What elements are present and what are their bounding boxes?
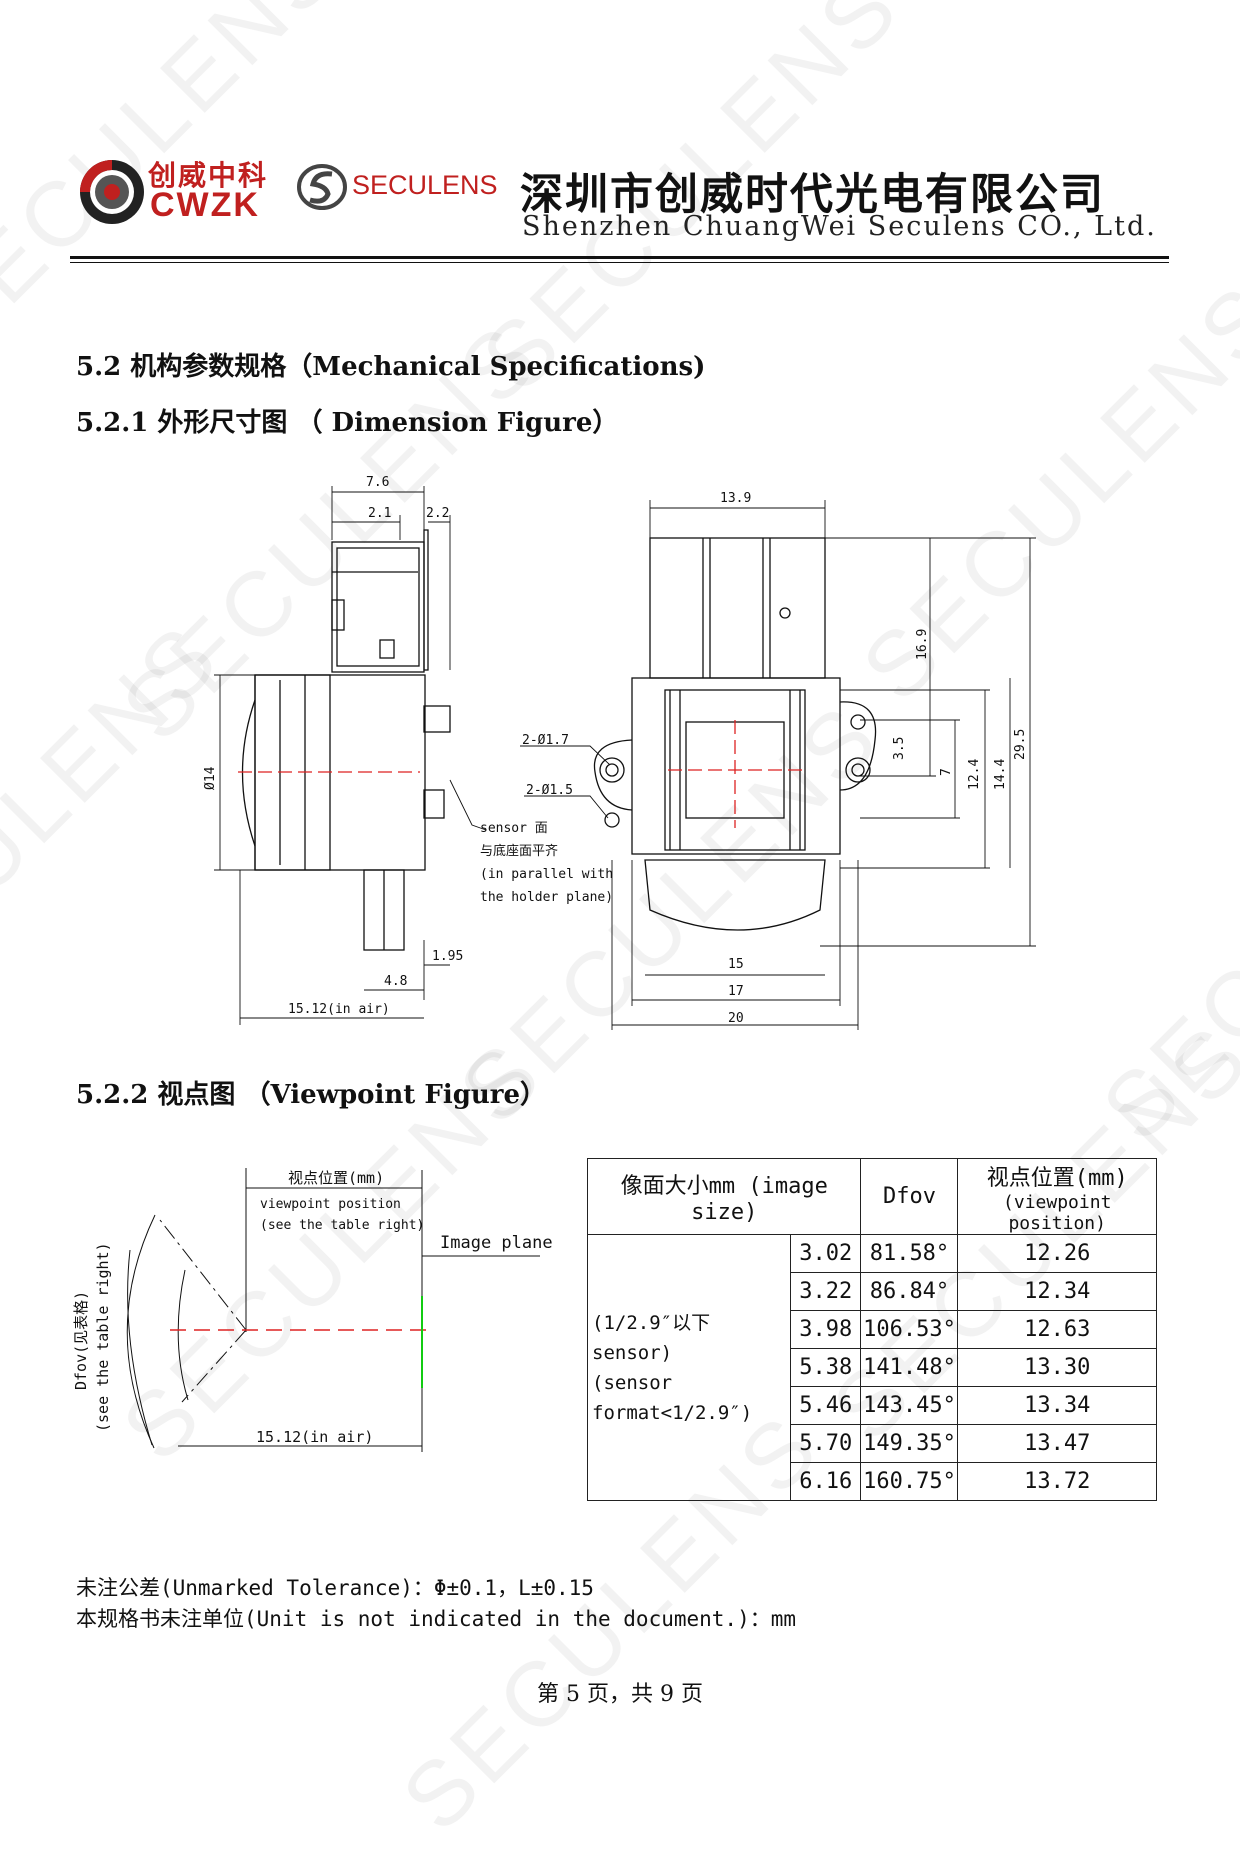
cell-size: 6.16 [789,1462,862,1501]
th-viewpoint-en: (viewpoint position) [1003,1191,1112,1234]
dfov-label-cn: Dfov(见表格) [72,1291,90,1390]
sensor-group-en: (sensor format<1/2.9″) [592,1371,753,1424]
vp-label-en2: (see the table right) [260,1218,424,1233]
image-plane-label: Image plane [440,1233,553,1253]
sensor-group-cn: (1/2.9″以下sensor) [592,1311,711,1364]
dim-7: 7 [939,768,954,776]
company-name-cn: 深圳市创威时代光电有限公司 [520,170,1105,220]
th-viewpoint: 视点位置(mm) (viewpoint position) [957,1158,1157,1235]
cell-dfov: 86.84° [860,1272,959,1311]
dim-2-1: 2.1 [368,506,391,521]
company-name-en: Shenzhen ChuangWei Seculens CO., Ltd. [522,211,1157,242]
heading-viewpoint-figure: 5.2.2 视点图 （Viewpoint Figure） [76,1080,547,1110]
dim-1-95: 1.95 [432,949,463,964]
dimension-figure: 7.6 2.1 2.2 Ø14 1.95 4.8 15.12(in air) 1… [203,475,1036,1030]
dim-15: 15 [728,957,744,972]
th-dfov: Dfov [860,1158,959,1235]
dim-12-4: 12.4 [967,759,982,790]
cell-dfov: 141.48° [860,1348,959,1387]
dim-29-5: 29.5 [1013,729,1028,760]
cell-dfov: 81.58° [860,1234,959,1273]
dim-holes-1-5: 2-Ø1.5 [526,783,573,798]
sensor-note-2: 与底座面平齐 [480,843,558,859]
cell-size: 3.02 [789,1234,862,1273]
cell-vp: 12.63 [957,1310,1157,1349]
cell-dfov: 106.53° [860,1310,959,1349]
cwzk-logo-icon [80,160,144,224]
cell-size: 5.70 [789,1424,862,1463]
logo-en: CWZK [150,186,260,224]
header-rule-thin [70,262,1169,263]
seculens-logo-icon [297,164,347,210]
viewpoint-table: 像面大小mm (image size) Dfov 视点位置(mm) (viewp… [586,1158,1157,1501]
cell-vp: 12.26 [957,1234,1157,1273]
vp-label-en1: viewpoint position [260,1197,401,1212]
table-row: 5.70 149.35° 13.47 [588,1424,1157,1463]
th-image-size: 像面大小mm (image size) [586,1158,862,1235]
cell-vp: 13.30 [957,1348,1157,1387]
sensor-group: (1/2.9″以下sensor) (sensor format<1/2.9″) [587,1234,791,1501]
seculens-logo-text: SECULENS [352,170,498,200]
dim-17: 17 [728,984,744,999]
cell-size: 5.46 [789,1386,862,1425]
cell-vp: 13.34 [957,1386,1157,1425]
viewpoint-figure: 视点位置(mm) viewpoint position (see the tab… [72,1168,553,1452]
dim-15-12: 15.12(in air) [288,1002,390,1017]
dim-13-9: 13.9 [720,491,751,506]
dim-16-9: 16.9 [915,629,930,660]
cell-size: 3.22 [789,1272,862,1311]
cell-dfov: 149.35° [860,1424,959,1463]
unit-note: 本规格书未注单位(Unit is not indicated in the do… [76,1607,797,1631]
vp-dim-15-12: 15.12(in air) [256,1428,373,1446]
dim-20: 20 [728,1011,744,1026]
dim-dia-14: Ø14 [203,766,218,790]
dim-holes-1-7: 2-Ø1.7 [522,733,569,748]
table-row: (1/2.9″以下sensor) (sensor format<1/2.9″) … [587,1234,1157,1501]
dim-14-4: 14.4 [993,759,1008,790]
cell-dfov: 160.75° [860,1462,959,1501]
cell-size: 5.38 [789,1348,862,1387]
vp-label-cn: 视点位置(mm) [288,1169,384,1187]
th-viewpoint-cn: 视点位置(mm) [986,1165,1128,1191]
heading-mechanical-specs: 5.2 机构参数规格（Mechanical Specifications) [76,352,706,382]
cell-vp: 12.34 [957,1272,1157,1311]
logo-cn: 创威中科 [148,159,269,192]
dim-2-2: 2.2 [426,506,449,521]
sensor-note-1: sensor 面 [480,821,548,836]
dfov-label-en: (see the table right) [94,1242,112,1432]
page-number: 第 5 页，共 9 页 [537,1682,703,1707]
dim-4-8: 4.8 [384,974,407,989]
header-rule [70,256,1169,259]
table-row: 3.22 86.84° 12.34 [588,1272,1157,1311]
cell-vp: 13.47 [957,1424,1157,1463]
table-row: 5.46 143.45° 13.34 [588,1386,1157,1425]
sensor-note-4: the holder plane) [480,890,613,905]
cell-vp: 13.72 [957,1462,1157,1501]
dim-7-6: 7.6 [366,475,389,490]
dim-3-5: 3.5 [892,737,907,760]
heading-dimension-figure: 5.2.1 外形尺寸图 （ Dimension Figure） [76,408,619,438]
cell-dfov: 143.45° [860,1386,959,1425]
tolerance-note: 未注公差(Unmarked Tolerance)：Φ±0.1，L±0.15 [76,1576,594,1600]
sensor-note-3: (in parallel with [480,867,613,882]
table-row: 3.98 106.53° 12.63 [588,1310,1157,1349]
table-row: 6.16 160.75° 13.72 [588,1462,1157,1501]
cell-size: 3.98 [789,1310,862,1349]
